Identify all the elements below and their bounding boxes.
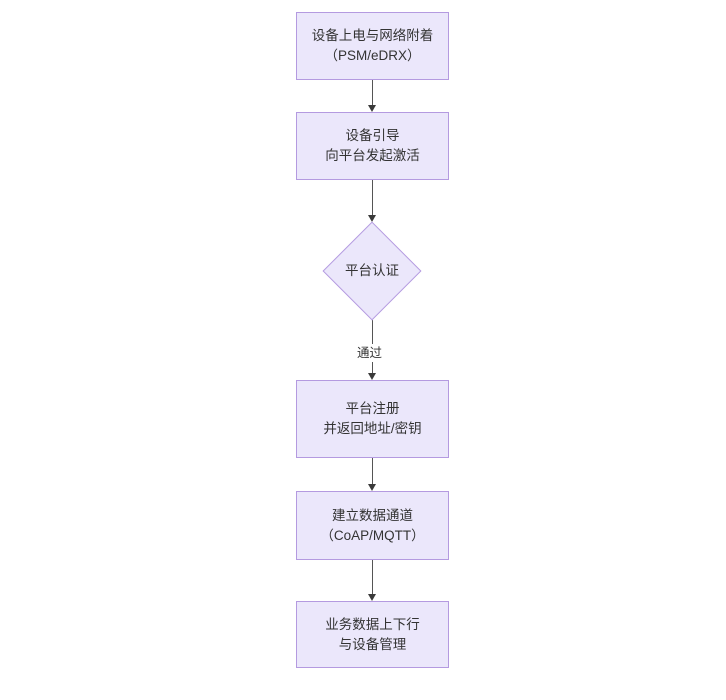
flow-node-service-data-line-2: 与设备管理 xyxy=(338,636,407,652)
flow-edge-channel-to-service xyxy=(368,560,376,601)
edge-line xyxy=(372,80,373,105)
flow-node-power-on-line-1: 设备上电与网络附着 xyxy=(311,28,434,43)
flow-node-bootstrap-line-2: 向平台发起激活 xyxy=(325,148,420,163)
flow-node-platform-register[interactable]: 平台注册 并返回地址/密钥 xyxy=(296,380,449,458)
arrowhead-icon xyxy=(368,215,376,222)
flow-node-platform-register-line-1: 平台注册 xyxy=(345,401,400,416)
flow-node-platform-auth[interactable] xyxy=(322,221,422,321)
flow-node-data-channel[interactable]: 建立数据通道 （CoAP/MQTT） xyxy=(296,491,449,560)
flow-edge-bootstrap-to-auth xyxy=(368,180,376,222)
flow-edge-register-to-channel xyxy=(368,458,376,491)
arrowhead-icon xyxy=(368,373,376,380)
arrowhead-icon xyxy=(368,484,376,491)
arrowhead-icon xyxy=(368,105,376,112)
flow-node-power-on[interactable]: 设备上电与网络附着 （PSM/eDRX） xyxy=(296,12,449,80)
edge-line xyxy=(372,180,373,215)
edge-line xyxy=(372,560,373,594)
arrowhead-icon xyxy=(368,594,376,601)
flow-node-service-data[interactable]: 业务数据上下行 与设备管理 xyxy=(296,601,449,668)
flow-node-bootstrap[interactable]: 设备引导 向平台发起激活 xyxy=(296,112,449,180)
flow-node-service-data-line-1: 业务数据上下行 xyxy=(325,616,420,632)
flow-node-power-on-line-2: （PSM/eDRX） xyxy=(324,48,421,63)
flow-node-bootstrap-line-1: 设备引导 xyxy=(345,128,400,143)
flow-edge-power-on-to-bootstrap xyxy=(368,80,376,112)
flow-node-data-channel-line-1: 建立数据通道 xyxy=(332,507,413,523)
flow-edge-label-pass: 通过 xyxy=(354,344,386,362)
flow-node-data-channel-line-2: （CoAP/MQTT） xyxy=(320,527,425,543)
edge-line xyxy=(372,458,373,484)
flow-node-platform-register-line-2: 并返回地址/密钥 xyxy=(323,421,422,436)
